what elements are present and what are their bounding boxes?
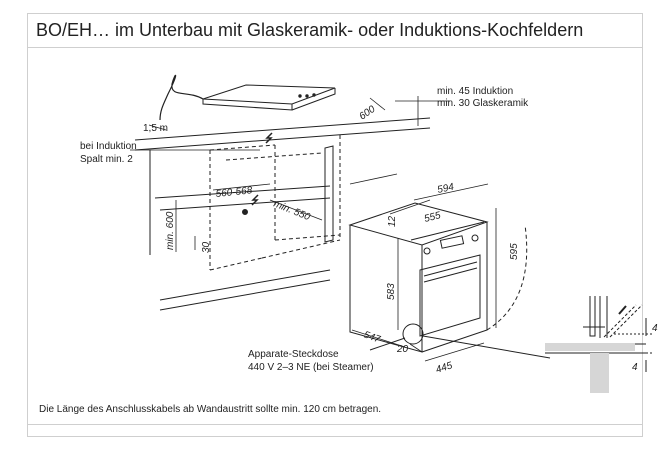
dim-600-top: 600 [357, 104, 377, 123]
cooktop [202, 84, 336, 111]
dim-583: 583 [386, 283, 397, 300]
title-divider [27, 47, 643, 48]
floor-line [159, 279, 331, 311]
dim-4-top: 4 [652, 323, 658, 334]
oven-unit [348, 202, 489, 353]
dim-555: 555 [423, 210, 442, 225]
detail-callout-circle [402, 323, 424, 345]
socket-leader-line [369, 337, 406, 351]
dimension-lines [130, 96, 497, 362]
detail-view [545, 296, 652, 393]
footnote-divider [27, 424, 643, 425]
dim-min600: min. 600 [165, 211, 176, 250]
dim-min550: min. 550 [272, 199, 312, 224]
dim-30: 30 [201, 241, 212, 253]
socket-symbol [242, 132, 273, 215]
figure-frame [27, 13, 643, 437]
floor-line [159, 269, 331, 301]
induction-gap-label-1: bei Induktion [80, 141, 137, 152]
induction-gap-label-2: Spalt min. 2 [80, 154, 133, 165]
dim-595: 595 [509, 243, 520, 260]
footnote: Die Länge des Anschlusskabels ab Wandaus… [39, 404, 382, 415]
cable-length-label: 1,5 m [143, 123, 168, 134]
dim-594: 594 [436, 182, 455, 196]
detail-leader-line [422, 335, 551, 359]
dim-20: 20 [396, 344, 409, 355]
dim-560-568: 560-568 [215, 185, 253, 200]
dim-445: 445 [435, 360, 455, 376]
cabinet-side-panel [324, 145, 334, 243]
socket-label-1: Apparate-Steckdose [248, 349, 339, 360]
min30-label: min. 30 Glaskeramik [437, 98, 529, 109]
socket-label-2: 440 V 2–3 NE (bei Steamer) [248, 362, 374, 373]
dim-547: 547 [362, 329, 382, 345]
countertop [134, 117, 431, 255]
dim-4-bottom: 4 [632, 362, 638, 373]
min45-label: min. 45 Induktion [437, 86, 513, 97]
dim-12: 12 [387, 215, 398, 227]
figure-title: BO/EH… im Unterbau mit Glaskeramik- oder… [36, 20, 584, 40]
door-swing-arc [486, 224, 528, 331]
power-cable [159, 74, 204, 121]
cabinet-niche [209, 135, 341, 271]
